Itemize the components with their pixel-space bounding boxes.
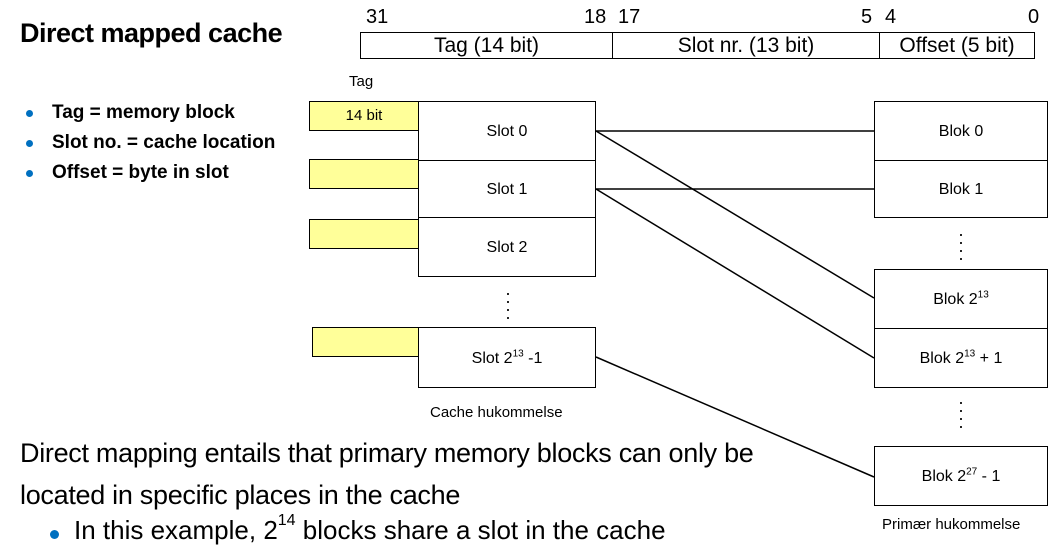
body-text: Direct mapping entails that primary memo… xyxy=(20,438,754,510)
exponent: 13 xyxy=(512,348,524,360)
memory-block-label: Blok 2 xyxy=(933,291,978,308)
bullet-item: Slot no. = cache location xyxy=(22,128,275,158)
cache-slot-label: Slot 2 xyxy=(486,239,528,256)
memory-caption: Primær hukommelse xyxy=(882,516,1021,533)
cache-slot-label: Slot 1 xyxy=(486,181,528,198)
bit-number-17: 17 xyxy=(618,6,641,28)
sub-bullet: In this example, 214 blocks share a slot… xyxy=(74,512,666,546)
bullet-list: Tag = memory block Slot no. = cache loca… xyxy=(22,98,275,188)
cache-slot-1: Slot 1 xyxy=(418,160,596,218)
line-slot0-blok2-13 xyxy=(595,130,875,299)
bit-number-4: 4 xyxy=(885,6,897,28)
memory-block-suffix: - 1 xyxy=(977,468,1001,485)
tag-column-label: Tag xyxy=(349,73,374,90)
memory-ellipsis-1: ···· xyxy=(958,224,964,268)
sub-bullet-post: blocks share a slot in the cache xyxy=(295,515,666,545)
sub-bullet-pre: In this example, 2 xyxy=(74,515,278,545)
cache-caption: Cache hukommelse xyxy=(430,404,563,421)
exponent: 27 xyxy=(966,466,978,478)
cache-slot-last: Slot 213 -1 xyxy=(418,327,596,388)
memory-block-label: Blok 0 xyxy=(938,123,984,140)
cache-slot-label: Slot 2 xyxy=(471,350,513,367)
line-slot1-blok2-13-plus1 xyxy=(595,188,875,359)
memory-block-suffix: + 1 xyxy=(975,350,1003,367)
tag-cell-last xyxy=(312,327,419,357)
bullet-dot-icon xyxy=(26,170,33,177)
bullet-text: Offset = byte in slot xyxy=(52,162,229,183)
bullet-item: Offset = byte in slot xyxy=(22,158,275,188)
exponent: 13 xyxy=(964,348,976,360)
cache-slot-2: Slot 2 xyxy=(418,217,596,277)
bullet-text: Slot no. = cache location xyxy=(52,132,276,153)
tag-cell-2 xyxy=(309,219,419,249)
tag-cell-0: 14 bit xyxy=(309,101,419,131)
tag-cell-1 xyxy=(309,159,419,189)
memory-block-1: Blok 1 xyxy=(874,160,1048,218)
memory-block-label: Blok 1 xyxy=(938,181,984,198)
cache-slot-0: Slot 0 xyxy=(418,101,596,161)
bit-number-0: 0 xyxy=(1028,6,1040,28)
memory-block-last: Blok 227 - 1 xyxy=(874,446,1048,506)
bit-number-18: 18 xyxy=(584,6,607,28)
bullet-text: Tag = memory block xyxy=(52,102,235,123)
memory-block-label: Blok 2 xyxy=(919,350,965,367)
memory-block-2-13-plus-1: Blok 213 + 1 xyxy=(874,328,1048,388)
bullet-dot-icon xyxy=(26,140,33,147)
memory-block-label: Blok 2 xyxy=(921,468,967,485)
cache-ellipsis: ···· xyxy=(505,283,511,327)
bullet-dot-icon xyxy=(26,110,33,117)
sub-bullet-dot-icon xyxy=(50,530,59,539)
cache-slot-suffix: -1 xyxy=(523,350,543,367)
cache-slot-label: Slot 0 xyxy=(486,123,528,140)
memory-block-0: Blok 0 xyxy=(874,101,1048,161)
page-title: Direct mapped cache xyxy=(20,18,283,48)
exponent: 14 xyxy=(277,512,296,530)
bullet-item: Tag = memory block xyxy=(22,98,275,128)
address-field-offset: Offset (5 bit) xyxy=(879,32,1035,59)
memory-block-2-13: Blok 213 xyxy=(874,269,1048,329)
line-slotlast-bloklast xyxy=(595,356,875,478)
bit-number-5: 5 xyxy=(861,6,873,28)
bit-number-31: 31 xyxy=(366,6,389,28)
exponent: 13 xyxy=(977,289,989,301)
memory-ellipsis-2: ···· xyxy=(958,392,964,436)
